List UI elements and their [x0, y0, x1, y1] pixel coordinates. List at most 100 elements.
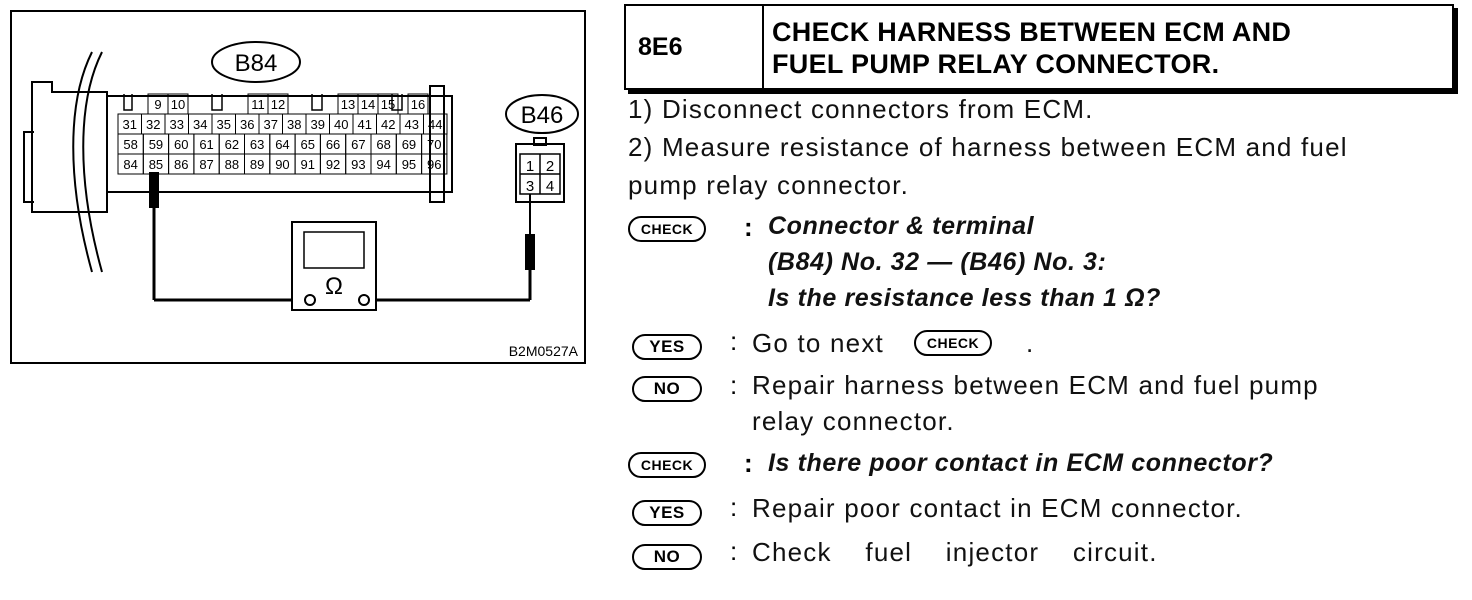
section-code: 8E6 — [626, 6, 764, 88]
b46-label: B46 — [521, 102, 564, 129]
b84-row-4-pin-label: 96 — [427, 157, 441, 172]
b84-row-3-pin-label: 59 — [149, 137, 163, 152]
b84-row-1-pin-label: 16 — [411, 97, 425, 112]
b84-row-2-pin-label: 37 — [264, 117, 278, 132]
b84-row-4-pin-label: 84 — [123, 157, 137, 172]
b84-row-4-pin-label: 89 — [250, 157, 264, 172]
b46-pin-3: 3 — [526, 178, 534, 195]
no-1-line-1: Repair harness between ECM and fuel pump — [752, 370, 1319, 400]
b84-row-4-pin-label: 88 — [225, 157, 239, 172]
figure-code: B2M0527A — [509, 343, 579, 359]
no-badge-2: NO — [632, 544, 702, 570]
b84-row-2-pin-label: 39 — [311, 117, 325, 132]
no-1-colon: : — [730, 370, 738, 400]
b46-pin-2: 2 — [546, 158, 554, 175]
b84-row-1-pin-label: 11 — [251, 97, 265, 112]
section-title-line-2: FUEL PUMP RELAY CONNECTOR. — [772, 49, 1220, 79]
yes-1-colon: : — [730, 326, 738, 356]
b84-row-4-pin-label: 93 — [351, 157, 365, 172]
step-1: 1) Disconnect connectors from ECM. — [628, 94, 1094, 124]
no-badge-1: NO — [632, 376, 702, 402]
b46-pin-1: 1 — [526, 158, 534, 175]
b84-row-2-pin-label: 34 — [193, 117, 207, 132]
probe-left — [149, 172, 159, 208]
b84-row-2-pin-label: 35 — [217, 117, 231, 132]
b46-pin-4: 4 — [546, 178, 554, 195]
b84-row-2-pin-label: 44 — [428, 117, 442, 132]
inline-check-badge: CHECK — [914, 330, 992, 356]
b84-row-4-pin-label: 91 — [301, 157, 315, 172]
b84-row-2-pin-label: 43 — [405, 117, 419, 132]
b84-row-1-pin-label: 10 — [171, 97, 185, 112]
check-1-line-1: Connector & terminal — [768, 212, 1035, 240]
ohm-symbol: Ω — [325, 273, 343, 300]
yes-2-colon: : — [730, 492, 738, 522]
b84-row-2-pin-label: 40 — [334, 117, 348, 132]
check-badge-1: CHECK — [628, 216, 706, 242]
check-2-text: Is there poor contact in ECM connector? — [768, 449, 1274, 477]
yes-badge-2: YES — [632, 500, 702, 526]
b84-row-3-pin-label: 60 — [174, 137, 188, 152]
b84-row-3-pin-label: 69 — [402, 137, 416, 152]
b84-row-3-pin-label: 58 — [123, 137, 137, 152]
b46-label-oval — [505, 94, 579, 134]
b84-row-4-pin-label: 85 — [149, 157, 163, 172]
yes-badge-1: YES — [632, 334, 702, 360]
section-header: 8E6 CHECK HARNESS BETWEEN ECM AND FUEL P… — [624, 4, 1454, 90]
b84-row-2-pin-label: 32 — [146, 117, 160, 132]
check-1-line-3: Is the resistance less than 1 Ω? — [768, 284, 1162, 312]
header-shadow — [628, 90, 1456, 94]
b84-row-3-pin-label: 62 — [225, 137, 239, 152]
probe-right — [525, 234, 535, 270]
check-badge-2: CHECK — [628, 452, 706, 478]
b84-row-2-pin-label: 33 — [170, 117, 184, 132]
b84-row-4-pin-label: 95 — [402, 157, 416, 172]
b84-row-2-pin-label: 41 — [358, 117, 372, 132]
b84-row-1-pin-label: 9 — [154, 97, 161, 112]
b84-row-3-pin-label: 66 — [326, 137, 340, 152]
b84-row-3-pin-label: 70 — [427, 137, 441, 152]
b84-row-4-pin-label: 90 — [275, 157, 289, 172]
check-2-colon: : — [744, 448, 753, 478]
yes-1-period: . — [1026, 328, 1035, 358]
b84-row-1-pin-label: 13 — [341, 97, 355, 112]
b84-row-2-pin-label: 36 — [240, 117, 254, 132]
b84-row-1-pin-label: 14 — [361, 97, 375, 112]
check-1-line-2: (B84) No. 32 — (B46) No. 3: — [768, 248, 1107, 276]
b84-row-4-pin-label: 86 — [174, 157, 188, 172]
b84-notch — [311, 94, 323, 111]
b84-notch — [391, 94, 403, 111]
no-1-line-2: relay connector. — [752, 406, 955, 436]
step-2-line-1: 2) Measure resistance of harness between… — [628, 132, 1348, 162]
b84-row-1-pin-label: 12 — [271, 97, 285, 112]
b84-row-4-pin-label: 92 — [326, 157, 340, 172]
section-title: CHECK HARNESS BETWEEN ECM AND FUEL PUMP … — [764, 6, 1452, 88]
b84-row-2-pin-label: 31 — [123, 117, 137, 132]
b84-row-3-pin-label: 65 — [301, 137, 315, 152]
no-2-colon: : — [730, 536, 738, 566]
b84-row-4-cell — [421, 153, 448, 175]
step-2-line-2: pump relay connector. — [628, 170, 910, 200]
b84-row-3-pin-label: 63 — [250, 137, 264, 152]
section-title-line-1: CHECK HARNESS BETWEEN ECM AND — [772, 17, 1292, 47]
b84-row-3-pin-label: 68 — [376, 137, 390, 152]
b84-label: B84 — [235, 50, 278, 77]
b84-row-3-pin-label: 67 — [351, 137, 365, 152]
b84-row-2-pin-label: 38 — [287, 117, 301, 132]
no-2-text: Check fuel injector circuit. — [752, 537, 1158, 567]
b84-notch — [211, 94, 223, 111]
header-shadow-side — [1454, 8, 1458, 94]
yes-1-text: Go to next — [752, 328, 884, 358]
b84-row-4-pin-label: 94 — [376, 157, 390, 172]
check-1-colon: : — [744, 212, 753, 242]
b84-label-oval — [211, 41, 301, 83]
b84-notch — [123, 94, 133, 111]
yes-2-text: Repair poor contact in ECM connector. — [752, 493, 1243, 523]
b84-row-2-pin-label: 42 — [381, 117, 395, 132]
b84-row-3-pin-label: 64 — [275, 137, 289, 152]
b84-row-4-pin-label: 87 — [199, 157, 213, 172]
b84-row-3-pin-label: 61 — [199, 137, 213, 152]
